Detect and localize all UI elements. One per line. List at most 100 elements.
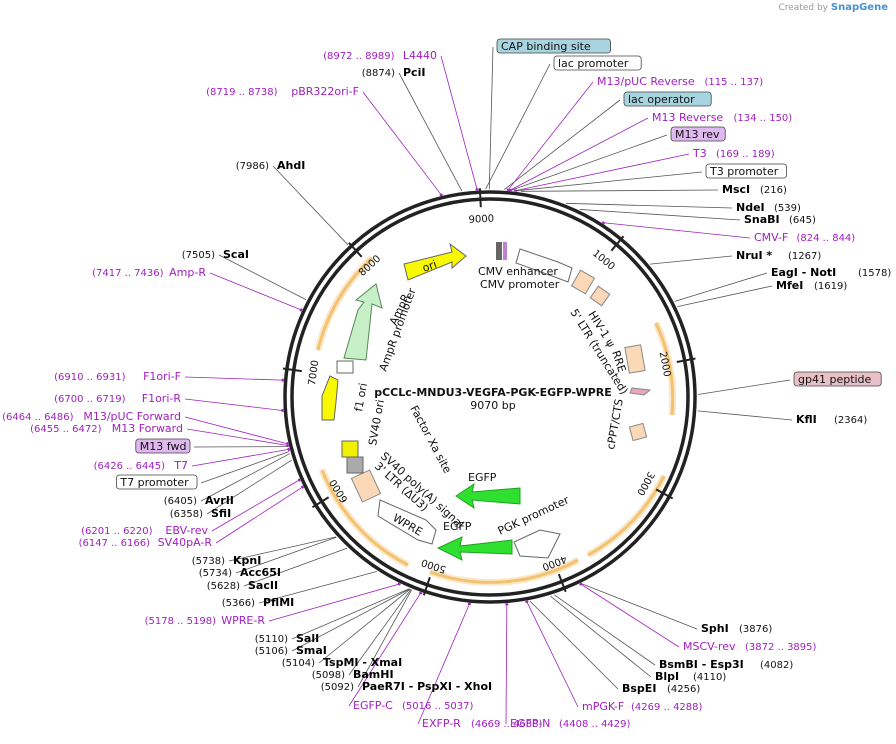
enzyme-name: SalI xyxy=(296,632,319,645)
primer-label: (6201 .. 6220)EBV-rev xyxy=(81,524,208,537)
leader-line xyxy=(579,209,741,221)
primer-site xyxy=(287,447,291,452)
enzyme-label: (1619)MfeI xyxy=(776,279,847,292)
leader-line xyxy=(511,134,668,191)
enzyme-position: (6405) xyxy=(164,496,197,507)
feature-box-text: CAP binding site xyxy=(501,40,591,53)
enzyme-name: PciI xyxy=(403,66,425,79)
enzyme-label: (3876)SphI xyxy=(701,622,772,635)
leader-line xyxy=(186,428,288,446)
leader-layer xyxy=(184,46,793,725)
enzyme-label: (7505) ScaI xyxy=(182,248,249,261)
leader-line xyxy=(550,595,652,678)
primer-range: (6147 .. 6166) xyxy=(79,538,151,549)
leader-line xyxy=(215,486,303,544)
enzyme-position: (5104) xyxy=(282,658,315,669)
primer-site xyxy=(397,582,401,586)
enzyme-label: (6405) AvrII xyxy=(164,494,234,507)
enzyme-position: (645) xyxy=(789,215,816,226)
enzyme-name: ScaI xyxy=(223,248,249,261)
primer-range: (8972 .. 8989) xyxy=(323,51,395,62)
primer-label: (6426 .. 6445)T7 xyxy=(94,459,188,472)
enzyme-name: KpnI xyxy=(233,554,261,567)
enzyme-name: SphI xyxy=(701,622,729,635)
primer-name: EGFP-N xyxy=(510,717,550,730)
enzyme-position: (5092) xyxy=(321,682,354,693)
primer-range: (5178 .. 5198) xyxy=(145,616,217,627)
primer-site xyxy=(297,478,301,482)
leader-line xyxy=(228,536,337,562)
primer-label: (115 .. 137)M13/pUC Reverse xyxy=(597,75,763,88)
primer-name: M13 Forward xyxy=(112,422,183,435)
primer-label: (6464 .. 6486)M13/pUC Forward xyxy=(2,410,181,423)
primer-label: (8972 .. 8989)L4440 xyxy=(323,49,437,62)
enzyme-position: (7505) xyxy=(182,250,215,261)
tick-mark xyxy=(478,188,482,208)
enzyme-label: (5366)PflMI xyxy=(222,596,295,609)
polya-box xyxy=(346,456,364,474)
enzyme-position: (5734) xyxy=(199,568,232,579)
primer-name: M13 Reverse xyxy=(652,111,723,124)
feature-box-text: T3 promoter xyxy=(709,165,779,178)
leader-line xyxy=(565,202,733,209)
feature-box-text: gp41 peptide xyxy=(798,373,872,386)
primer-range: (169 .. 189) xyxy=(716,149,775,160)
tick-label: 2000 xyxy=(657,351,673,378)
leader-line xyxy=(649,255,733,265)
primer-name: EGFP-C xyxy=(353,699,393,712)
feature-box xyxy=(553,55,642,71)
enzyme-name: AvrII xyxy=(205,494,234,507)
leader-line xyxy=(485,63,551,190)
leader-line xyxy=(581,583,698,630)
enzyme-name: MfeI xyxy=(776,279,803,292)
primer-range: (6700 .. 6719) xyxy=(54,394,126,405)
enzyme-label: (5628)SacII xyxy=(207,579,278,592)
leader-line xyxy=(258,571,377,604)
primer-site xyxy=(300,485,305,489)
primer-range: (8719 .. 8738) xyxy=(206,87,278,98)
feature-box-text: lac promoter xyxy=(558,57,629,70)
primer-range: (6201 .. 6220) xyxy=(81,526,153,537)
primer-site xyxy=(418,591,423,595)
primer-name: mPGK-F xyxy=(582,700,624,713)
enzyme-name: Acc65I xyxy=(240,566,281,579)
leader-line xyxy=(529,600,619,690)
enzyme-name: KflI xyxy=(796,413,817,426)
primer-label: (6455 .. 6472)M13 Forward xyxy=(30,422,183,435)
feature-box xyxy=(135,438,191,454)
feature-factor-xa: Factor Xa site xyxy=(407,403,454,475)
leader-line xyxy=(348,589,412,676)
snapgene-credit: Created by SnapGene xyxy=(778,2,888,13)
primer-range: (824 .. 844) xyxy=(797,233,856,244)
primer-label: (4669 .. 4688)EXFP-R xyxy=(422,717,543,730)
primer-range: (5016 .. 5037) xyxy=(402,701,474,712)
egfp-small-arrow xyxy=(455,482,521,510)
primer-name: F1ori-F xyxy=(143,370,181,383)
enzyme-name: BspEI xyxy=(622,682,656,695)
ampr-arrow xyxy=(343,283,383,361)
enzyme-label: (4110)BlpI xyxy=(655,670,726,683)
leader-line xyxy=(526,601,579,708)
primer-range: (6464 .. 6486) xyxy=(2,412,74,423)
enzyme-label: (5092)PaeR7I - PspXI - XhoI xyxy=(321,680,492,693)
leader-line xyxy=(184,398,283,411)
leader-line xyxy=(348,592,421,707)
leader-line xyxy=(362,91,442,196)
tick-mark xyxy=(348,242,363,258)
leader-line xyxy=(184,416,288,445)
enzyme-label: (216)MscI xyxy=(722,183,787,196)
leader-line xyxy=(553,594,656,666)
enzyme-position: (8874) xyxy=(362,68,395,79)
feature-box xyxy=(496,38,611,54)
ori-arrow xyxy=(403,242,467,281)
enzyme-name: BamHI xyxy=(353,668,394,681)
enzyme-label: (645)SnaBI xyxy=(744,213,816,226)
feature-box xyxy=(793,371,882,387)
cap-site-block xyxy=(496,242,502,260)
primer-range: (6910 .. 6931) xyxy=(54,372,126,383)
box-label: CAP binding site xyxy=(496,38,611,54)
f1-ori-arrow xyxy=(321,375,339,421)
primer-label: (5178 .. 5198)WPRE-R xyxy=(145,614,266,627)
feature-sv40-ori: SV40 ori xyxy=(366,399,387,447)
leader-line xyxy=(398,72,463,192)
